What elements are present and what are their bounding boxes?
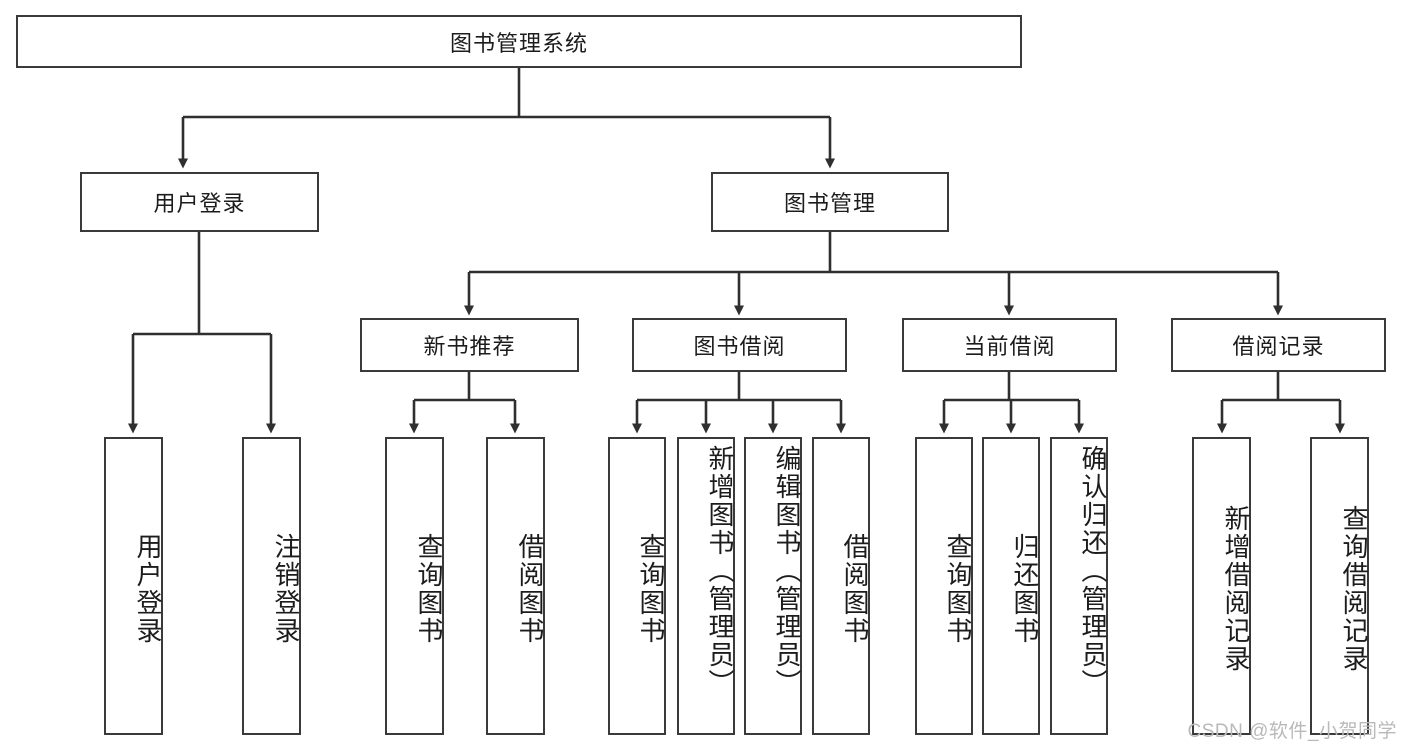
node-current-borrow-label: 当前借阅 [963, 334, 1056, 359]
node-leaf-query-book-c-label: 查询图书 [943, 533, 973, 645]
node-leaf-borrow-book-b[interactable]: 借阅图书 [812, 437, 870, 735]
node-new-book-recommend[interactable]: 新书推荐 [360, 318, 579, 372]
node-user-login-label: 用户登录 [153, 191, 246, 216]
node-leaf-user-login-label: 用户登录 [133, 533, 163, 645]
node-leaf-query-book-a[interactable]: 查询图书 [385, 437, 444, 735]
node-root-label: 图书管理系统 [449, 30, 588, 56]
node-leaf-query-borrow-record[interactable]: 查询借阅记录 [1310, 437, 1369, 735]
node-book-borrow-label: 图书借阅 [693, 334, 786, 359]
node-leaf-edit-book-admin-label: 编辑图书（管理员） [772, 445, 802, 697]
csdn-watermark: CSDN @软件_小贺同学 [1187, 721, 1397, 742]
node-leaf-return-book[interactable]: 归还图书 [982, 437, 1040, 735]
node-borrow-records[interactable]: 借阅记录 [1171, 318, 1386, 372]
node-book-management[interactable]: 图书管理 [711, 172, 949, 232]
node-book-borrow[interactable]: 图书借阅 [632, 318, 847, 372]
node-current-borrow[interactable]: 当前借阅 [902, 318, 1117, 372]
node-leaf-edit-book-admin[interactable]: 编辑图书（管理员） [744, 437, 802, 735]
node-leaf-query-book-c[interactable]: 查询图书 [915, 437, 973, 735]
node-leaf-user-login[interactable]: 用户登录 [104, 437, 163, 735]
node-leaf-borrow-book-a[interactable]: 借阅图书 [486, 437, 545, 735]
node-leaf-add-borrow-record-label: 新增借阅记录 [1221, 505, 1251, 673]
node-new-book-recommend-label: 新书推荐 [423, 334, 516, 359]
node-leaf-query-book-a-label: 查询图书 [414, 533, 444, 645]
node-leaf-logout-label: 注销登录 [271, 533, 301, 645]
node-root[interactable]: 图书管理系统 [16, 15, 1022, 68]
node-leaf-add-book-admin[interactable]: 新增图书（管理员） [677, 437, 735, 735]
node-leaf-add-book-admin-label: 新增图书（管理员） [705, 445, 735, 697]
node-leaf-query-borrow-record-label: 查询借阅记录 [1339, 505, 1369, 673]
node-leaf-confirm-return-admin-label: 确认归还（管理员） [1078, 445, 1108, 697]
node-borrow-records-label: 借阅记录 [1232, 334, 1325, 359]
node-leaf-borrow-book-b-label: 借阅图书 [840, 533, 870, 645]
node-leaf-confirm-return-admin[interactable]: 确认归还（管理员） [1050, 437, 1108, 735]
node-user-login[interactable]: 用户登录 [80, 172, 319, 232]
node-leaf-return-book-label: 归还图书 [1010, 533, 1040, 645]
node-leaf-borrow-book-a-label: 借阅图书 [515, 533, 545, 645]
node-leaf-query-book-b[interactable]: 查询图书 [608, 437, 666, 735]
node-leaf-logout[interactable]: 注销登录 [242, 437, 301, 735]
node-leaf-query-book-b-label: 查询图书 [636, 533, 666, 645]
node-leaf-add-borrow-record[interactable]: 新增借阅记录 [1192, 437, 1251, 735]
node-book-management-label: 图书管理 [783, 191, 876, 216]
